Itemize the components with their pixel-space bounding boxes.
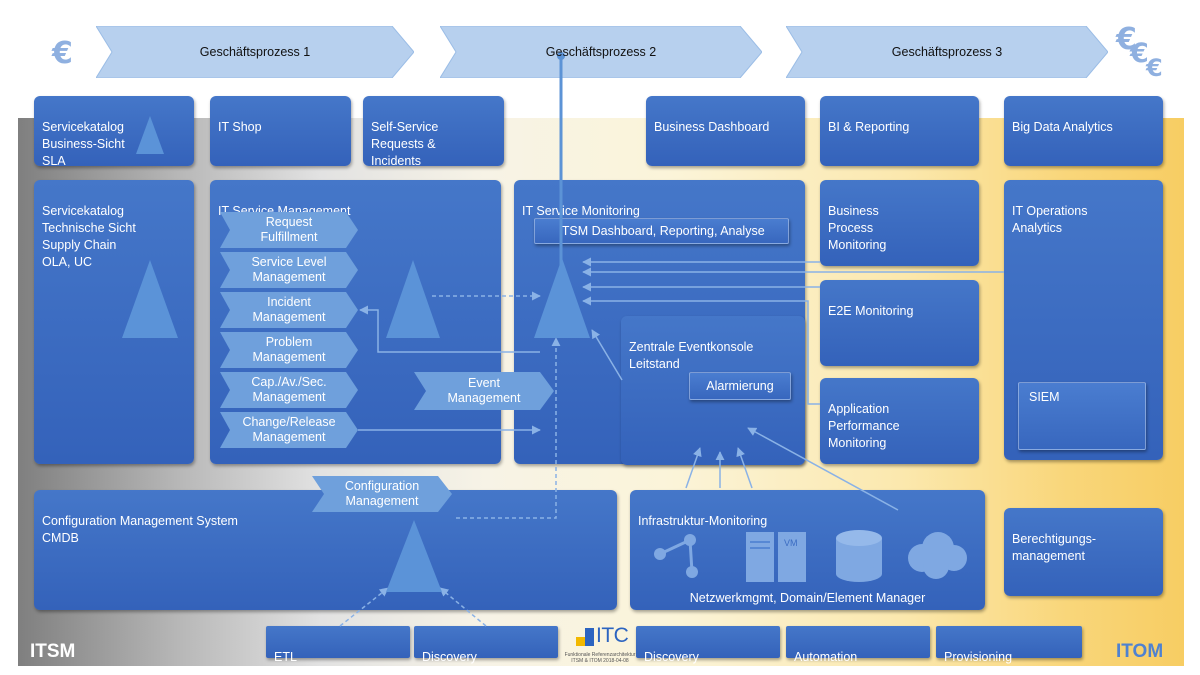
itsm-process-chevron[interactable]: Incident Management [220,292,358,328]
e2e-monitoring-box[interactable]: E2E Monitoring [820,280,979,366]
it-shop-box[interactable]: IT Shop [210,96,351,166]
box-label: Servicekatalog Business-Sicht SLA [42,120,125,168]
server-icon [746,532,806,582]
process-arrow-1: Geschäftsprozess 1 [96,26,414,78]
itc-logo: ITC [574,624,629,648]
alarmierung-box[interactable]: Alarmierung [689,372,791,400]
box-label: E2E Monitoring [828,304,914,318]
box-label: IT Operations Analytics [1012,204,1088,235]
process-label: Geschäftsprozess 1 [199,45,311,59]
event-management-chevron[interactable]: Event Management [414,372,554,410]
chevron-label: Problem Management [252,335,326,364]
box-label: IT Shop [218,120,262,134]
box-label: BI & Reporting [828,120,910,134]
process-label: Geschäftsprozess 3 [891,45,1003,59]
itsm-process-chevron[interactable]: Request Fulfillment [220,212,358,248]
itom-corner-label: ITOM [1116,641,1164,662]
bi-reporting-box[interactable]: BI & Reporting [820,96,979,166]
box-label: Discovery [422,650,477,664]
itsm-process-chevron[interactable]: Change/Release Management [220,412,358,448]
box-label: SIEM [1029,390,1060,404]
logo-square-blue [585,628,594,646]
box-label: IT Service Monitoring [522,204,640,218]
configuration-management-chevron[interactable]: Configuration Management [312,476,452,512]
footer-automation-box[interactable]: Automation [786,626,930,664]
siem-box[interactable]: SIEM [1018,382,1146,450]
box-label: ETL [274,650,297,664]
vm-label: VM [784,538,798,548]
box-label: Business Dashboard [654,120,770,134]
box-label: Business Process Monitoring [828,204,887,252]
logo-caption: Funktionale Referenzarchitektur ITSM & I… [564,652,636,664]
chevron-label: Incident Management [252,295,326,324]
box-label: Big Data Analytics [1012,120,1113,134]
box-label: Application Performance Monitoring [828,402,900,450]
footer-provisioning-box[interactable]: Provisioning [936,626,1082,664]
footer-etl-box[interactable]: ETL [266,626,410,664]
network-icon [654,534,698,578]
chevron-label: Service Level Management [251,255,327,284]
chevron-label: Change/Release Management [242,415,336,444]
triangle-icon-technisch [122,260,178,338]
footer-discovery-itsm-box[interactable]: Discovery [414,626,558,664]
box-label: Configuration Management System CMDB [42,514,238,545]
triangle-icon-monitoring [534,258,590,338]
triangle-icon-cmdb [386,520,442,592]
business-dashboard-box[interactable]: Business Dashboard [646,96,805,166]
apm-box[interactable]: Application Performance Monitoring [820,378,979,464]
logo-square-yellow [576,637,585,646]
itsm-process-chevron[interactable]: Problem Management [220,332,358,368]
database-icon [836,530,882,582]
euro-icon-medium: € [1130,38,1149,69]
box-label: Zentrale Eventkonsole Leitstand [629,340,754,371]
big-data-analytics-box[interactable]: Big Data Analytics [1004,96,1163,166]
box-label: Servicekatalog Technische Sicht Supply C… [42,204,136,269]
euro-icon-small: € [1146,54,1163,82]
chevron-label: Cap./Av./Sec. Management [251,375,327,404]
triangle-icon-business [136,116,164,154]
itsm-dashboard-banner[interactable]: ITSM Dashboard, Reporting, Analyse [534,218,789,244]
euro-icon: € [52,36,73,71]
itsm-process-chevron[interactable]: Cap./Av./Sec. Management [220,372,358,408]
chevron-label: Event Management [447,376,521,405]
box-label: ITSM Dashboard, Reporting, Analyse [558,223,765,238]
box-label: Berechtigungs- management [1012,532,1097,563]
box-label: Infrastruktur-Monitoring [638,514,768,528]
logo-text: ITC [596,624,629,647]
process-arrow-2: Geschäftsprozess 2 [440,26,762,78]
triangle-icon-itsm [386,260,440,338]
box-label: Automation [794,650,858,664]
box-label: Provisioning [944,650,1013,664]
itsm-corner-label: ITSM [30,641,76,662]
euro-icon-large: € [1116,22,1137,57]
berechtigungsmanagement-box[interactable]: Berechtigungs- management [1004,508,1163,596]
box-label: Alarmierung [706,378,774,393]
chevron-label: Configuration Management [344,479,420,508]
servicekatalog-business-box[interactable]: Servicekatalog Business-Sicht SLA [34,96,194,168]
box-label: Self-Service Requests & Incidents [371,120,439,168]
process-label: Geschäftsprozess 2 [545,45,657,59]
box-label: Discovery [644,650,699,664]
business-process-monitoring-box[interactable]: Business Process Monitoring [820,180,979,266]
footer-discovery-itom-box[interactable]: Discovery [636,626,780,664]
itsm-process-chevron[interactable]: Service Level Management [220,252,358,288]
process-arrow-3: Geschäftsprozess 3 [786,26,1108,78]
infra-footer-label: Netzwerkmgmt, Domain/Element Manager [689,591,926,605]
self-service-box[interactable]: Self-Service Requests & Incidents [363,96,504,168]
chevron-label: Request Fulfillment [260,215,318,244]
cloud-icon [908,532,967,579]
